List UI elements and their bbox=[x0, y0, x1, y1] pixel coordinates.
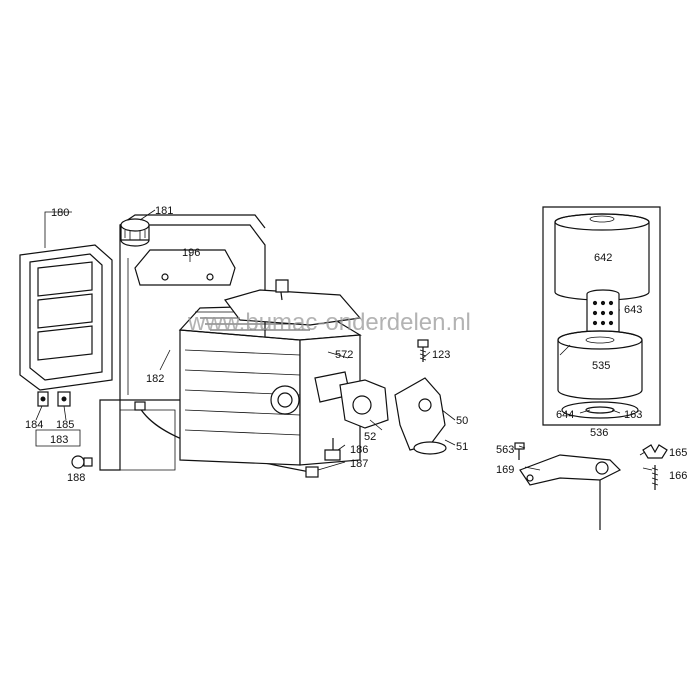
label-182: 182 bbox=[146, 373, 164, 385]
stud-166 bbox=[651, 465, 659, 490]
label-166: 166 bbox=[669, 470, 687, 482]
label-181: 181 bbox=[155, 205, 173, 217]
callout-labels: 180 181 196 182 184 185 183 188 572 123 … bbox=[25, 205, 687, 484]
label-184: 184 bbox=[25, 419, 43, 431]
bracket-169 bbox=[519, 454, 622, 530]
fitting-186 bbox=[324, 438, 341, 461]
air-cleaner-box bbox=[542, 206, 661, 426]
screw-123 bbox=[417, 339, 429, 362]
foam-element-535 bbox=[557, 330, 643, 400]
air-cleaner-cover-642 bbox=[554, 213, 650, 301]
label-185: 185 bbox=[56, 419, 74, 431]
label-165: 165 bbox=[669, 447, 687, 459]
bolt-185 bbox=[57, 391, 71, 407]
engine-cylinder bbox=[178, 279, 362, 466]
fuel-tank-assembly bbox=[99, 214, 266, 471]
label-123: 123 bbox=[432, 349, 450, 361]
label-169: 169 bbox=[496, 464, 514, 476]
label-643: 643 bbox=[624, 304, 642, 316]
label-642: 642 bbox=[594, 252, 612, 264]
label-163: 163 bbox=[624, 409, 642, 421]
bolt-184 bbox=[37, 391, 49, 407]
air-filter-frame bbox=[19, 244, 113, 391]
label-536: 536 bbox=[590, 427, 608, 439]
filler-cap bbox=[120, 218, 150, 247]
leader-lines bbox=[35, 209, 653, 471]
label-572: 572 bbox=[335, 349, 353, 361]
label-50: 50 bbox=[456, 415, 468, 427]
label-52: 52 bbox=[364, 431, 376, 443]
wing-nut-165 bbox=[642, 444, 668, 459]
filter-base-644 bbox=[561, 401, 639, 419]
label-187: 187 bbox=[350, 458, 368, 470]
label-563: 563 bbox=[496, 444, 514, 456]
bolt-563 bbox=[514, 442, 525, 460]
watermark-text: www.bumac-onderdelen.nl bbox=[187, 309, 471, 336]
label-186: 186 bbox=[350, 444, 368, 456]
gasket-52 bbox=[339, 379, 389, 429]
label-196: 196 bbox=[182, 247, 200, 259]
label-535: 535 bbox=[592, 360, 610, 372]
label-188: 188 bbox=[67, 472, 85, 484]
intake-elbow-50 bbox=[394, 377, 447, 455]
label-51: 51 bbox=[456, 441, 468, 453]
label-644: 644 bbox=[556, 409, 574, 421]
label-183: 183 bbox=[50, 434, 68, 446]
screw-188 bbox=[71, 455, 93, 469]
label-180: 180 bbox=[51, 207, 69, 219]
